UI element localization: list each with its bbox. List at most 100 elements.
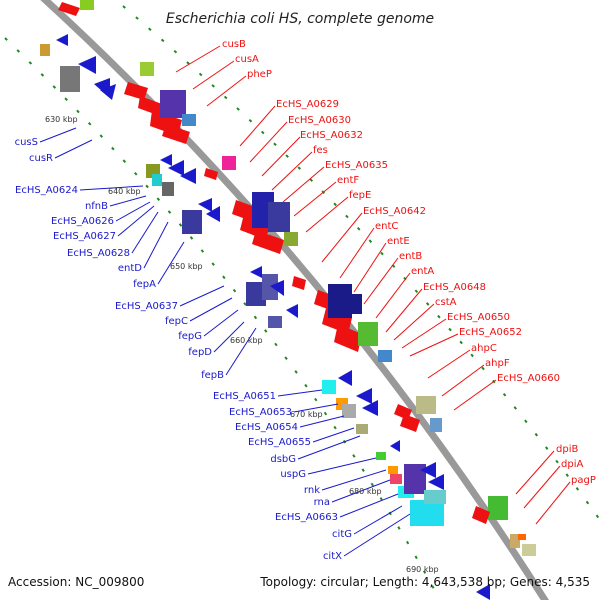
leader-line [385,288,423,333]
tick-label: 650 kbp [170,262,203,271]
gene-label: entB [399,251,422,262]
gene-label: EcHS_A0653 [229,407,292,418]
gene-block [430,418,442,432]
gene-label: fes [313,145,328,156]
leader-line [297,435,361,460]
gene-label: cusB [222,39,246,50]
leader-line [192,60,235,90]
gene-label: EcHS_A0652 [459,327,522,338]
gene-label: cusA [235,54,259,65]
leader-line [79,185,144,191]
leader-line [427,349,471,379]
gene-block [152,174,162,186]
gene-block [488,496,508,520]
leader-line [206,75,247,107]
gene-label: rnk [304,485,320,496]
leader-line [293,181,337,217]
gene-block [138,96,162,116]
gene-block [58,2,80,16]
leader-line [331,479,391,503]
gene-block [56,34,68,46]
gene-label: dpiA [561,459,583,470]
gene-block [60,66,80,92]
leader-line [39,127,77,143]
leader-line [535,481,571,525]
leader-line [277,389,323,397]
leader-line [299,415,345,428]
gene-label: EcHS_A0663 [275,512,338,523]
gene-label: dsbG [270,454,296,465]
gene-block [390,440,400,452]
gene-block [376,452,386,460]
gene-block [204,168,218,180]
gene-block [410,500,444,526]
gene-block [400,414,420,432]
gene-label: entD [118,263,142,274]
gene-block [510,534,520,548]
dot-line-outer-right [114,0,600,521]
gene-label: citX [323,551,342,562]
gene-label: EcHS_A0626 [51,216,114,227]
gene-label: EcHS_A0624 [15,185,78,196]
gene-label: EcHS_A0637 [115,301,178,312]
gene-block [262,274,278,300]
leader-line [321,212,363,263]
tick-label: 680 kbp [349,487,382,496]
blue-labels: cusS cusR EcHS_A0624 nfnB EcHS_A0626 EcH… [15,137,352,562]
leader-line [131,211,159,254]
leader-line [293,403,339,413]
tick-label: 690 kbp [406,565,439,574]
forward-genes [58,0,536,556]
leader-line [271,151,313,191]
leader-line [225,327,257,376]
gene-label: pagP [571,475,596,486]
gene-block [390,474,402,484]
leader-line [239,105,276,147]
gene-block [124,82,148,100]
gene-label: entF [337,175,359,186]
gene-block [338,370,352,386]
leader-line [363,257,399,305]
gene-block [518,534,526,540]
leader-line [453,379,497,411]
gene-block [268,316,282,328]
gene-label: fepA [133,279,156,290]
leader-line [117,205,155,237]
tick-label: 660 kbp [230,336,263,345]
tick-label: 640 kbp [108,187,141,196]
gene-block [356,388,372,404]
gene-label: uspG [280,469,306,480]
leader-line [179,285,225,307]
red-leader-lines [175,45,571,525]
blue-leader-lines [39,127,411,557]
gene-label: fepD [188,347,212,358]
leader-line [393,303,435,341]
red-labels: cusB cusA pheP EcHS_A0629 EcHS_A0630 EcH… [222,39,596,486]
gene-block [472,506,490,524]
gene-label: citG [332,529,352,540]
leader-line [175,45,221,73]
gene-label: EcHS_A0635 [325,160,388,171]
reverse-genes [40,34,490,600]
leader-line [353,242,387,293]
gene-label: cstA [435,297,457,308]
gene-block [246,282,266,306]
gene-block [348,294,362,314]
dot-track [4,0,600,600]
gene-block [286,304,298,318]
gene-block [80,0,94,10]
leader-line [189,297,233,322]
tick-label: 630 kbp [45,115,78,124]
map-title: Escherichia coli HS, complete genome [166,11,434,27]
gene-block [358,322,378,346]
leader-line [375,272,411,319]
gene-block [404,464,426,494]
gene-block [182,114,196,126]
gene-block [522,544,536,556]
gene-block [206,206,220,222]
leader-line [115,201,151,222]
gene-block [250,266,262,278]
gene-label: entE [387,236,410,247]
gene-label: EcHS_A0632 [300,130,363,141]
gene-block [342,404,356,418]
